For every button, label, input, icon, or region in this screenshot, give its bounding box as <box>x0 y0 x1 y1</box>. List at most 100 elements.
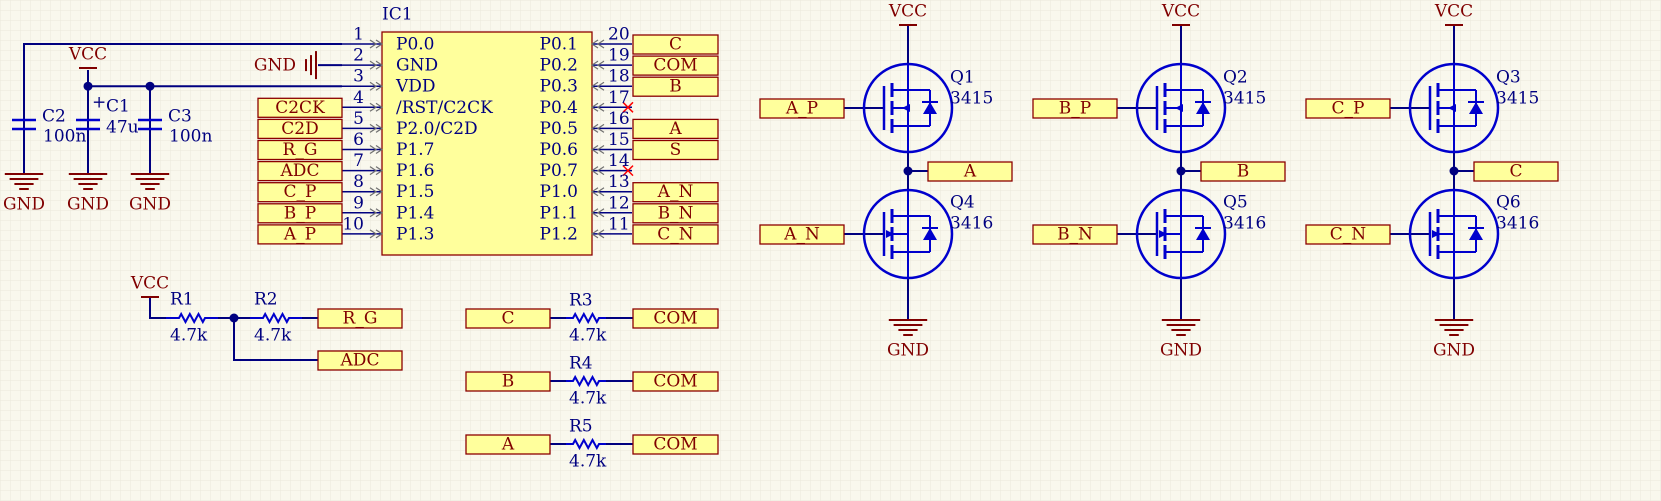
net-label-a-n-box <box>632 182 719 203</box>
pin-io-marker <box>590 208 599 218</box>
net-label-res-left-text: C <box>501 309 514 329</box>
junction-dot <box>145 81 155 91</box>
ic1-body <box>381 31 593 256</box>
mosfet-low-value: 3416 <box>1223 214 1266 234</box>
pin-io-marker <box>375 123 384 133</box>
ic1-right-pin-number: 13 <box>608 172 630 192</box>
pin-io-marker <box>369 208 378 218</box>
ic1-right-pin-number: 19 <box>608 46 630 66</box>
net-label-res-right-text: COM <box>653 435 697 455</box>
net-label-s-box <box>632 139 719 161</box>
pin-io-marker <box>590 229 599 239</box>
q-low-diode <box>923 228 937 240</box>
ic1-left-pin-number: 4 <box>353 88 364 108</box>
net-label-bridge-in-low-text: C_N <box>1330 225 1367 245</box>
pin-io-marker <box>590 102 599 112</box>
ic1-right-pin-number: 17 <box>608 88 630 108</box>
net-label-c2d-text: C2D <box>281 119 318 139</box>
pin-io-marker <box>596 60 605 70</box>
pin-io-marker <box>590 60 599 70</box>
ic1-right-pin-number: 18 <box>608 67 630 87</box>
pin-io-marker <box>590 187 599 197</box>
pin-io-marker <box>375 229 384 239</box>
pin-io-marker <box>596 208 605 218</box>
ic1-right-pin-name: P1.1 <box>540 203 578 223</box>
c2-value: 100n <box>43 127 86 147</box>
net-label-bridge-in-low-box <box>1032 224 1118 245</box>
pin-io-marker <box>369 60 378 70</box>
ic1-right-pin-name: P0.2 <box>540 56 578 76</box>
c1-ref: C1 <box>106 97 130 117</box>
wire-adc <box>233 318 318 361</box>
mosfet-low-ref: Q5 <box>1223 193 1248 213</box>
q-high-arrow <box>1448 104 1456 112</box>
ic1-left-pin-number: 5 <box>353 109 364 129</box>
pin-io-marker <box>375 102 384 112</box>
ic1-right-pin-number: 14 <box>608 151 630 171</box>
junction-dot <box>83 81 93 91</box>
c2-ref: C2 <box>42 107 66 127</box>
res-ref: R4 <box>569 354 593 374</box>
net-label-b-n-box <box>632 203 719 224</box>
net-label-c2ck-box <box>257 97 343 118</box>
ic1-left-pin-name: P1.7 <box>396 140 434 160</box>
resistor-zigzag <box>566 374 606 388</box>
net-label-adc-text: ADC <box>280 161 320 181</box>
net-label-res-left-text: A <box>501 435 515 455</box>
vcc-label: VCC <box>1161 2 1200 22</box>
net-label-s-text: S <box>670 140 682 160</box>
gnd-label: GND <box>1160 341 1202 361</box>
net-label-res-left-box <box>465 434 551 455</box>
net-label-bridge-in-low-text: B_N <box>1057 225 1093 245</box>
ic1-left-pin-number: 7 <box>353 151 364 171</box>
ic1-left-pin-number: 9 <box>353 193 364 213</box>
resistor-zigzag <box>566 437 606 451</box>
pin-io-marker <box>375 208 384 218</box>
gnd-label: GND <box>67 195 109 215</box>
net-label-res-left-box <box>465 371 551 392</box>
ic1-right-pin-number: 16 <box>608 109 630 129</box>
net-label-res-right-box <box>632 308 719 329</box>
mosfet-high-ref: Q2 <box>1223 68 1248 88</box>
wire-vcc-r1 <box>149 297 166 319</box>
net-label-res-left-text: B <box>502 372 515 392</box>
ic1-left-pin-name: GND <box>396 56 438 76</box>
vcc-label: VCC <box>68 45 107 65</box>
net-label-a-p-text: A_P <box>283 224 316 244</box>
ic1-right-pin-number: 20 <box>608 25 630 45</box>
resistor-zigzag <box>566 311 606 325</box>
mosfet-high-ref: Q1 <box>950 68 975 88</box>
net-label-res-right-text: COM <box>653 309 697 329</box>
ic1-right-pin-name: P0.4 <box>540 98 578 118</box>
ic1-right-pin-name: P1.2 <box>540 224 578 244</box>
pin-io-marker <box>596 187 605 197</box>
net-label-adc-box <box>257 160 343 182</box>
r2-value: 4.7k <box>254 326 292 346</box>
ic1-left-pin-number: 2 <box>353 46 364 66</box>
pin-io-marker <box>596 39 605 49</box>
net-label-res-left-box <box>465 308 551 329</box>
net-label-bridge-in-high-box <box>1032 98 1118 119</box>
gnd-label-ic: GND <box>254 56 296 76</box>
q-high-arrow <box>1175 104 1183 112</box>
ic1-right-pin-name: P0.3 <box>540 77 578 97</box>
mosfet-high-value: 3415 <box>950 89 993 109</box>
q-low-arrow <box>1432 230 1440 238</box>
net-label-a-box <box>632 118 719 140</box>
pin-io-marker <box>596 123 605 133</box>
pin-io-marker <box>375 39 384 49</box>
net-label-bridge-in-low-text: A_N <box>783 225 820 245</box>
res-ref: R3 <box>569 291 593 311</box>
mosfet-high-value: 3415 <box>1223 89 1266 109</box>
net-label-adc-divider-box <box>317 350 403 371</box>
net-label-c-p-text: C_P <box>284 182 317 202</box>
net-label-bridge-out-text: C <box>1509 162 1522 182</box>
net-label-adc-divider-text: ADC <box>340 351 380 371</box>
mosfet-high-value: 3415 <box>1496 89 1539 109</box>
pin-io-marker <box>596 229 605 239</box>
q-high-arrow <box>902 104 910 112</box>
pin-io-marker <box>369 81 378 91</box>
net-label-bridge-out-box <box>1473 161 1559 182</box>
